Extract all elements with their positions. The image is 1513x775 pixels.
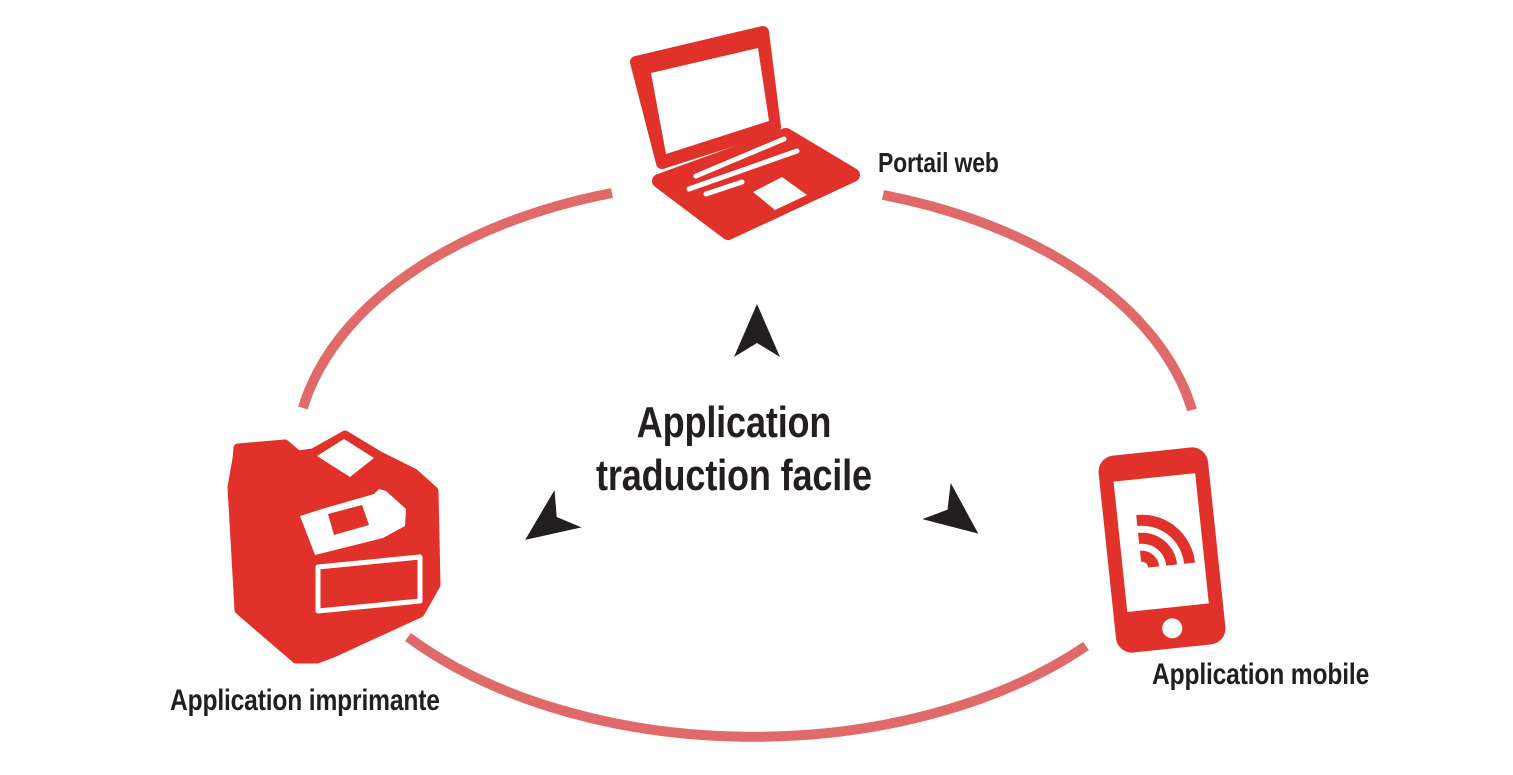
arc-top-left <box>298 188 613 410</box>
printer-icon <box>227 430 441 664</box>
smartphone-icon <box>1098 447 1226 653</box>
wifi-arc-outer <box>1136 514 1195 565</box>
laptop-deck <box>652 128 860 240</box>
smartphone-home-button <box>1162 618 1183 639</box>
laptop-deck-stripe-2 <box>686 148 800 192</box>
center-title: Application traduction facile <box>549 396 920 502</box>
center-title-line-2: traduction facile <box>596 451 872 500</box>
center-title-line-1: Application <box>636 398 832 447</box>
wifi-arc-middle <box>1138 532 1178 566</box>
arc-top-right <box>882 190 1197 412</box>
laptop-deck-stripe-3 <box>703 179 745 197</box>
laptop-trackpad <box>753 177 807 210</box>
wifi-icon <box>1136 514 1195 569</box>
node-label-printer: Application imprimante <box>170 684 440 717</box>
node-label-mobile: Application mobile <box>1152 658 1370 691</box>
laptop-screen-display <box>651 48 769 154</box>
node-label-web: Portail web <box>878 147 999 178</box>
center-arrows <box>525 304 979 540</box>
laptop-deck-stripe-1 <box>693 136 787 179</box>
arrow-down-right-icon <box>922 482 979 534</box>
connector-ring <box>298 188 1197 742</box>
wifi-arc-inner <box>1139 550 1160 569</box>
printer-paper <box>317 439 374 477</box>
laptop-icon <box>630 26 860 240</box>
arrow-up-icon <box>734 304 780 357</box>
arc-bottom <box>405 632 1089 742</box>
arrow-down-left-icon <box>525 490 582 540</box>
printer-display <box>328 505 369 535</box>
printer-drawer <box>315 554 423 614</box>
